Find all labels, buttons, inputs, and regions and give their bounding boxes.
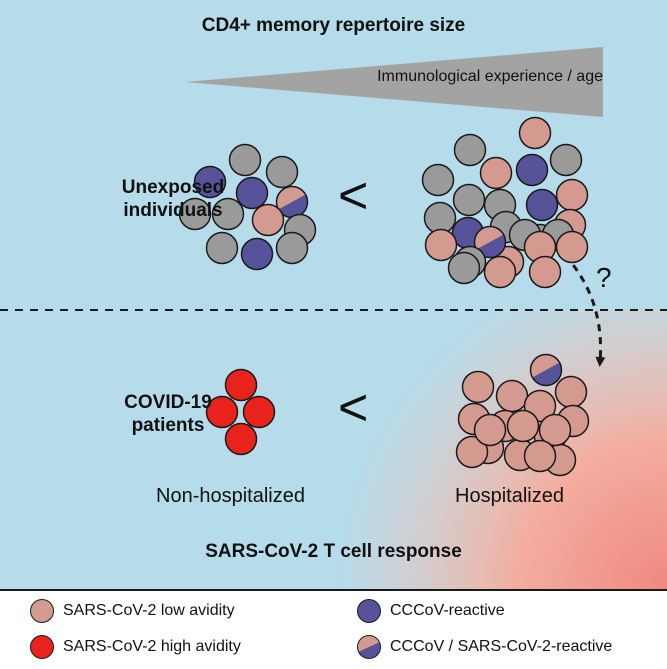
high-cell	[224, 422, 258, 456]
hospitalized-caption: Hospitalized	[455, 485, 564, 507]
cross-reactive-cell	[529, 353, 563, 387]
non-hospitalized-cluster	[205, 368, 276, 456]
low-cell	[424, 228, 458, 262]
low-cell	[555, 178, 589, 212]
low-cell	[251, 203, 285, 237]
repertoire-title: CD4+ memory repertoire size	[201, 15, 466, 36]
gray-cell	[228, 143, 262, 177]
low-cell	[473, 413, 507, 447]
covid-label: COVID-19 patients	[124, 392, 212, 436]
low-cell	[518, 116, 552, 150]
cccov-cell	[525, 188, 559, 222]
age-label: Immunological experience / age	[377, 68, 603, 85]
low-avidity-swatch	[30, 599, 54, 623]
legend-label: SARS-CoV-2 low avidity	[63, 602, 235, 619]
low-cell	[528, 255, 562, 289]
response-title: SARS-CoV-2 T cell response	[205, 541, 462, 562]
low-cell	[555, 230, 589, 264]
legend-item-low-avidity: SARS-CoV-2 low avidity	[30, 599, 235, 623]
low-cell	[455, 435, 489, 469]
gray-cell	[205, 231, 239, 265]
gray-cell	[452, 183, 486, 217]
hospitalized-cluster	[455, 353, 590, 477]
low-cell	[506, 409, 540, 443]
unexposed-small-cluster	[178, 143, 317, 271]
low-cell	[495, 379, 529, 413]
unexposed-large-cluster	[421, 116, 589, 289]
legend-item-cross-reactive: CCCoV / SARS-CoV-2-reactive	[357, 635, 612, 659]
gray-cell	[549, 143, 583, 177]
cross-reactive-swatch	[357, 635, 381, 659]
less-than-symbol: <	[338, 167, 369, 225]
question-mark: ?	[596, 262, 612, 293]
legend-label: SARS-CoV-2 high avidity	[63, 638, 241, 655]
legend-item-cccov: CCCoV-reactive	[357, 599, 505, 623]
legend-item-high-avidity: SARS-CoV-2 high avidity	[30, 635, 241, 659]
gray-cell	[275, 231, 309, 265]
unexposed-label: Unexposed individuals	[121, 177, 225, 221]
cccov-swatch	[357, 599, 381, 623]
less-than-symbol-2: <	[338, 379, 369, 437]
age-wedge	[185, 47, 603, 117]
gray-cell	[178, 197, 212, 231]
legend-label: CCCoV-reactive	[390, 602, 505, 619]
gray-cell	[211, 197, 245, 231]
diagram-canvas	[0, 0, 667, 589]
gray-cell	[265, 155, 299, 189]
cccov-cell	[240, 237, 274, 271]
low-cell	[554, 375, 588, 409]
high-cell	[242, 395, 276, 429]
low-cell	[538, 413, 572, 447]
curved-arrow	[563, 254, 606, 367]
cccov-cell	[235, 176, 269, 210]
low-cell	[461, 370, 495, 404]
non-hospitalized-caption: Non-hospitalized	[156, 485, 305, 507]
high-avidity-swatch	[30, 635, 54, 659]
cross-reactive-cell	[473, 225, 507, 259]
gray-cell	[447, 251, 481, 285]
gray-cell	[453, 133, 487, 167]
low-cell	[523, 439, 557, 473]
low-cell	[483, 255, 517, 289]
low-cell	[479, 156, 513, 190]
high-cell	[205, 395, 239, 429]
high-cell	[224, 368, 258, 402]
legend-label: CCCoV / SARS-CoV-2-reactive	[390, 638, 613, 655]
gray-cell	[421, 163, 455, 197]
cccov-cell	[515, 153, 549, 187]
legend: SARS-CoV-2 low avidity SARS-CoV-2 high a…	[0, 589, 667, 669]
cccov-cell	[193, 165, 227, 199]
